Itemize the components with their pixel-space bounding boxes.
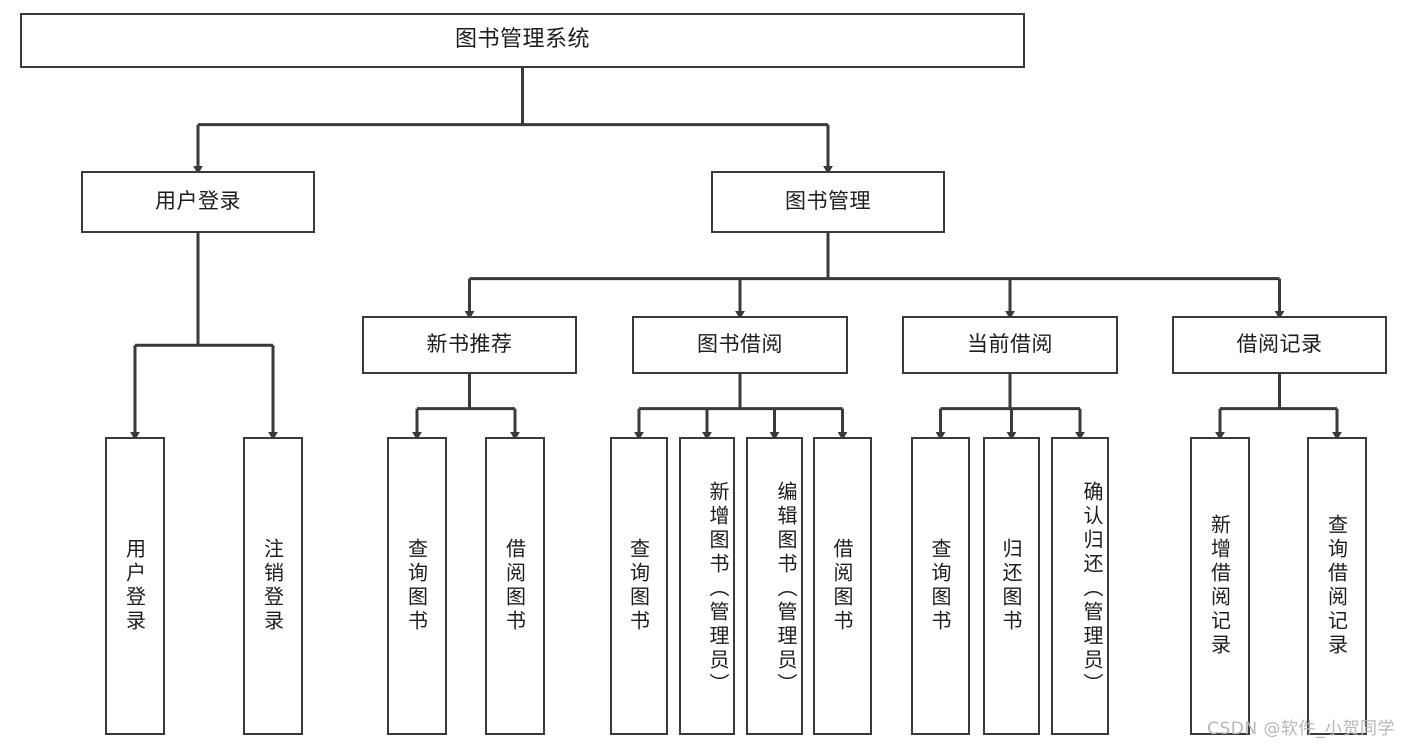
node-leaf-edit-book[interactable]: 编辑图书（管理员） — [746, 437, 803, 735]
node-label: 查询图书 — [404, 538, 429, 634]
node-label: 确认归还（管理员） — [1080, 481, 1104, 697]
node-leaf-borrow-book-1[interactable]: 借阅图书 — [485, 437, 545, 735]
node-leaf-add-record[interactable]: 新增借阅记录 — [1190, 437, 1250, 735]
node-leaf-query-book-2[interactable]: 查询图书 — [610, 437, 668, 735]
node-label: 用户登录 — [155, 189, 241, 214]
node-label: 注销登录 — [260, 538, 285, 634]
node-label: 图书管理系统 — [454, 27, 590, 53]
node-label: 归还图书 — [999, 538, 1023, 634]
node-new-book-recommend[interactable]: 新书推荐 — [362, 316, 577, 374]
node-leaf-return-book[interactable]: 归还图书 — [983, 437, 1040, 735]
node-borrow-record[interactable]: 借阅记录 — [1172, 316, 1387, 374]
node-label: 查询图书 — [928, 538, 952, 634]
node-label: 当前借阅 — [967, 332, 1053, 357]
node-book-borrow[interactable]: 图书借阅 — [632, 316, 848, 374]
node-label: 编辑图书（管理员） — [774, 481, 798, 697]
node-leaf-borrow-book-2[interactable]: 借阅图书 — [813, 437, 872, 735]
node-leaf-user-login[interactable]: 用户登录 — [105, 437, 165, 735]
node-label: 借阅图书 — [502, 538, 527, 634]
node-leaf-query-book-3[interactable]: 查询图书 — [911, 437, 970, 735]
node-label: 新增借阅记录 — [1207, 514, 1232, 658]
node-label: 新增图书（管理员） — [706, 481, 730, 697]
node-current-borrow[interactable]: 当前借阅 — [902, 316, 1118, 374]
node-leaf-add-book[interactable]: 新增图书（管理员） — [679, 437, 735, 735]
node-label: 图书借阅 — [697, 332, 783, 357]
node-user-login[interactable]: 用户登录 — [81, 171, 315, 233]
node-label: 借阅图书 — [830, 538, 854, 634]
node-leaf-user-logout[interactable]: 注销登录 — [243, 437, 303, 735]
node-book-manage[interactable]: 图书管理 — [711, 171, 945, 233]
node-label: 查询图书 — [626, 538, 651, 634]
node-label: 借阅记录 — [1236, 332, 1323, 357]
watermark: CSDN @软件_小贺同学 — [1207, 719, 1395, 739]
node-label: 用户登录 — [122, 538, 147, 634]
node-label: 查询借阅记录 — [1324, 514, 1349, 658]
node-root[interactable]: 图书管理系统 — [20, 13, 1025, 68]
node-leaf-query-record[interactable]: 查询借阅记录 — [1307, 437, 1367, 735]
node-leaf-confirm-return[interactable]: 确认归还（管理员） — [1051, 437, 1109, 735]
node-label: 新书推荐 — [426, 332, 513, 357]
node-leaf-query-book-1[interactable]: 查询图书 — [387, 437, 447, 735]
node-label: 图书管理 — [785, 189, 871, 214]
